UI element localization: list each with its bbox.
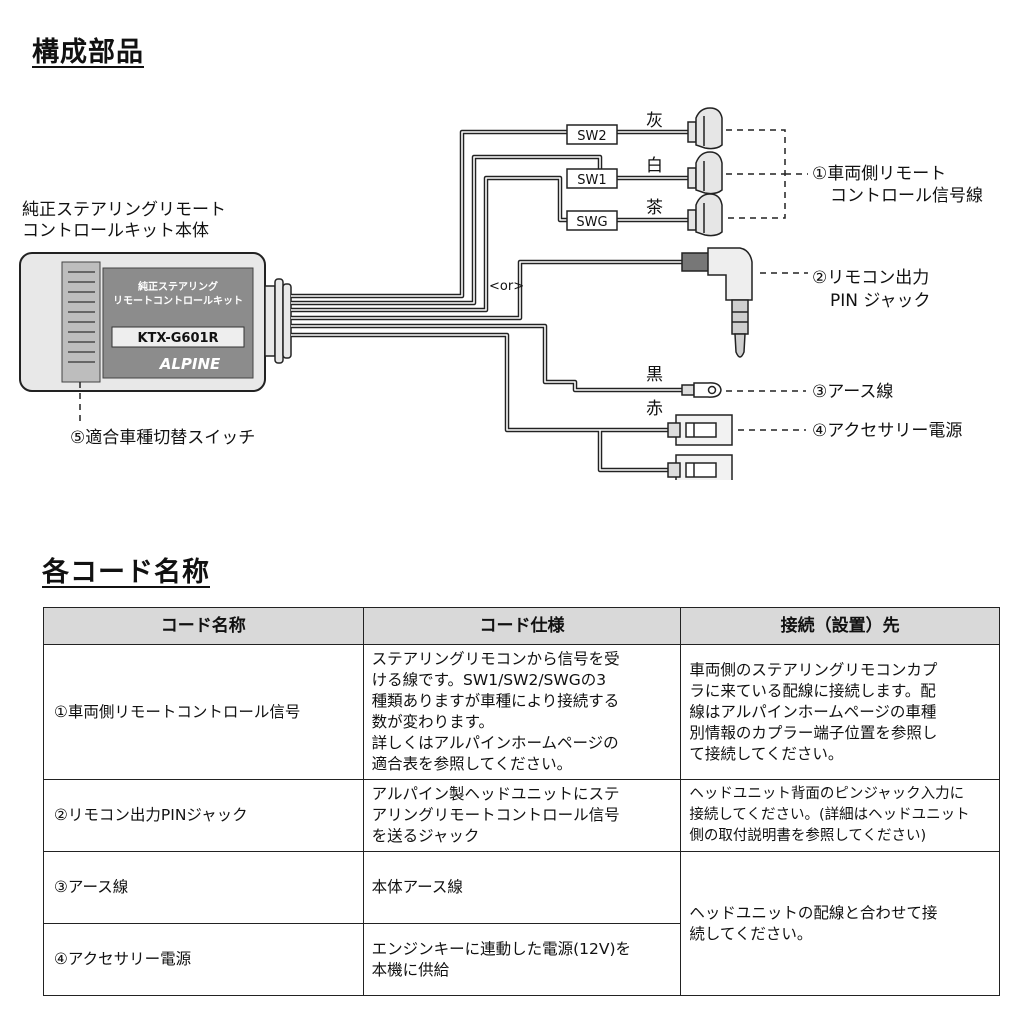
svg-text:SW2: SW2	[577, 129, 606, 144]
wire-color-swg: 茶	[646, 198, 663, 218]
control-unit: 純正ステアリング リモートコントロールキット KTX-G601R ALPINE	[0, 252, 266, 392]
model-label: KTX-G601R	[137, 331, 218, 346]
cord-destination: ヘッドユニット背面のピンジャック入力に接続してください。(詳細はヘッドユニット側…	[680, 779, 1000, 852]
callout-2-line2: PIN ジャック	[830, 291, 931, 311]
table-row: ④アクセサリー電源 エンジンキーに連動した電源(12V)を本機に供給	[43, 923, 1000, 996]
svg-text:SWG: SWG	[576, 215, 607, 230]
header-cord-spec: コード仕様	[362, 607, 682, 645]
callout-1-line1: ①車両側リモート	[812, 164, 946, 184]
callout-4: ④アクセサリー電源	[812, 421, 962, 441]
cord-destination: ヘッドユニットの配線と合わせて接続してください。	[680, 851, 1000, 996]
wire-bundle	[291, 129, 690, 473]
unit-caption-line1: 純正ステアリングリモート	[22, 200, 226, 220]
power-connectors	[667, 414, 733, 480]
callout-1-line2: コントロール信号線	[830, 186, 983, 206]
header-destination: 接続（設置）先	[680, 607, 1000, 645]
ground-terminal	[681, 382, 722, 398]
cord-name: ④アクセサリー電源	[43, 923, 364, 996]
pin-jack	[681, 247, 753, 358]
brand-logo: ALPINE	[159, 355, 221, 373]
cord-name: ②リモコン出力PINジャック	[43, 779, 364, 852]
table-header-row: コード名称 コード仕様 接続（設置）先	[43, 607, 1000, 645]
wire-color-power: 赤	[646, 399, 663, 419]
wire-color-ground: 黒	[646, 365, 663, 385]
unit-label-line1: 純正ステアリング	[138, 280, 218, 293]
unit-label-panel	[102, 267, 254, 379]
wire-color-sw2: 灰	[646, 111, 663, 131]
wire-color-sw1: 白	[646, 156, 663, 176]
cord-destination: 車両側のステアリングリモコンカプラに来ている配線に接続します。配線はアルパインホ…	[680, 644, 1000, 780]
cord-spec-table: コード名称 コード仕様 接続（設置）先 ①車両側リモートコントロール信号 ステア…	[43, 607, 1000, 996]
section-title-cord-names: 各コード名称	[42, 557, 210, 588]
unit-caption-line2: コントロールキット本体	[22, 221, 209, 241]
table-row: ②リモコン出力PINジャック アルパイン製ヘッドユニットにステアリングリモートコ…	[43, 779, 1000, 852]
table-row: ①車両側リモートコントロール信号 ステアリングリモコンから信号を受ける線です。S…	[43, 644, 1000, 780]
callout-leaders	[79, 129, 808, 431]
cord-spec: エンジンキーに連動した電源(12V)を本機に供給	[362, 923, 682, 996]
cord-spec: 本体アース線	[362, 851, 682, 924]
svg-text:SW1: SW1	[577, 173, 606, 188]
callout-2-line1: ②リモコン出力	[812, 268, 929, 288]
wire-tag-sw1: SW1	[566, 168, 618, 189]
signal-connectors	[687, 107, 723, 237]
wire-tag-swg: SWG	[566, 210, 618, 231]
header-cord-name: コード名称	[43, 607, 364, 645]
cable-boot	[264, 278, 292, 364]
cord-name: ③アース線	[43, 851, 364, 924]
or-label: <or>	[489, 279, 524, 294]
wiring-diagram: 純正ステアリングリモート コントロールキット本体 純正ステアリング リモートコン…	[0, 107, 983, 480]
section-title-components: 構成部品	[32, 37, 144, 68]
cord-spec: アルパイン製ヘッドユニットにステアリングリモートコントロール信号を送るジャック	[362, 779, 682, 852]
unit-label-line2: リモートコントロールキット	[113, 295, 243, 307]
callout-3: ③アース線	[812, 382, 893, 402]
wire-tag-sw2: SW2	[566, 124, 618, 145]
table-row: ③アース線 本体アース線 ヘッドユニットの配線と合わせて接続してください。	[43, 851, 1000, 996]
cord-name: ①車両側リモートコントロール信号	[43, 644, 364, 780]
switch-caption: ⑤適合車種切替スイッチ	[70, 428, 255, 448]
